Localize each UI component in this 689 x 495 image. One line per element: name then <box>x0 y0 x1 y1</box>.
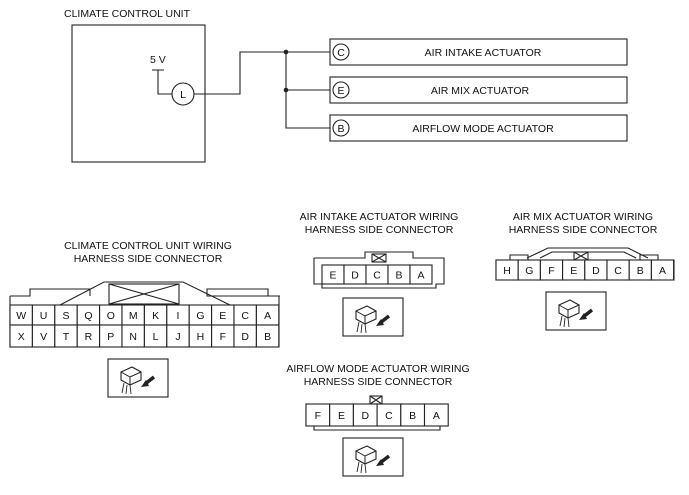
ccu-connector-title-2: HARNESS SIDE CONNECTOR <box>74 253 223 265</box>
connector-pin-label: S <box>62 310 69 322</box>
air-mix-connector-title-2: HARNESS SIDE CONNECTOR <box>509 224 658 236</box>
connector-pin-label: P <box>107 331 114 343</box>
airflow-mode-connector-title-2: HARNESS SIDE CONNECTOR <box>304 376 453 388</box>
connector-pin-label: R <box>85 331 93 343</box>
air-mix-connector: AIR MIX ACTUATOR WIRING HARNESS SIDE CON… <box>495 211 675 332</box>
terminal-circle <box>332 81 350 99</box>
terminal-circle <box>332 119 350 137</box>
connector-pin-label: B <box>395 270 402 282</box>
connector-pin-cell <box>409 264 433 285</box>
connector-pin-label: D <box>351 270 359 282</box>
connector-pin-label: D <box>361 410 369 422</box>
connector-pin-label: C <box>385 410 393 422</box>
signal-wiring <box>194 49 330 129</box>
connector-pin-label: V <box>40 331 47 343</box>
connector-pin-label: C <box>241 310 249 322</box>
connector-pin-label: W <box>16 310 26 322</box>
ccu-5v-supply-line <box>152 69 172 95</box>
connector-pin-label: D <box>241 331 249 343</box>
actuator-airflow-mode: B AIRFLOW MODE ACTUATOR <box>329 114 628 142</box>
actuator-label: AIR INTAKE ACTUATOR <box>425 47 542 59</box>
connector-pin-label: K <box>152 310 159 322</box>
air-intake-connector-title-2: HARNESS SIDE CONNECTOR <box>305 224 454 236</box>
air-mix-connector-title-1: AIR MIX ACTUATOR WIRING <box>513 211 653 223</box>
airflow-mode-plug-icon <box>341 436 405 478</box>
connector-pin-label: N <box>129 331 137 343</box>
connector-pin-label: M <box>129 310 138 322</box>
connector-pin-label: E <box>338 410 345 422</box>
connector-pin-label: E <box>329 270 336 282</box>
connector-pin-label: E <box>219 310 226 322</box>
ccu-load-label: L <box>180 89 186 101</box>
ccu-connector: CLIMATE CONTROL UNIT WIRING HARNESS SIDE… <box>9 240 280 399</box>
terminal-label: C <box>337 47 345 59</box>
connector-pin-label: B <box>409 410 416 422</box>
airflow-mode-connector-title-1: AIRFLOW MODE ACTUATOR WIRING <box>286 363 469 375</box>
terminal-label: E <box>337 85 344 97</box>
actuator-label: AIRFLOW MODE ACTUATOR <box>412 123 554 135</box>
climate-control-unit: CLIMATE CONTROL UNIT 5 V L <box>64 8 206 163</box>
connector-pin-label: A <box>659 265 666 277</box>
connector-pin-label: A <box>417 270 424 282</box>
actuator-air-mix: E AIR MIX ACTUATOR <box>329 76 628 104</box>
connector-pin-label: C <box>614 265 622 277</box>
connector-pin-label: F <box>220 331 226 343</box>
connector-pin-label: B <box>264 331 271 343</box>
connector-pin-label: H <box>503 265 511 277</box>
connector-pin-cell <box>423 403 449 427</box>
connector-pin-label: D <box>592 265 600 277</box>
connector-pin-label: B <box>637 265 644 277</box>
ccu-plug-icon <box>106 357 170 399</box>
airflow-mode-connector: AIRFLOW MODE ACTUATOR WIRING HARNESS SID… <box>286 363 470 478</box>
connector-pin-label: G <box>525 265 533 277</box>
connector-pin-cell <box>255 324 280 348</box>
air-mix-plug-icon <box>544 290 608 332</box>
connector-pin-label: O <box>107 310 115 322</box>
air-intake-plug-icon <box>341 296 405 338</box>
air-intake-connector: AIR INTAKE ACTUATOR WIRING HARNESS SIDE … <box>300 211 459 338</box>
connector-pin-label: A <box>433 410 440 422</box>
connector-pin-label: Q <box>84 310 92 322</box>
connector-pin-label: T <box>63 331 70 343</box>
connector-pin-label: H <box>197 331 205 343</box>
connector-pin-label: F <box>315 410 321 422</box>
connector-pin-label: E <box>570 265 577 277</box>
connector-pin-label: J <box>175 331 180 343</box>
connector-pin-label: X <box>18 331 25 343</box>
connector-pin-label: A <box>264 310 271 322</box>
actuator-air-intake: C AIR INTAKE ACTUATOR <box>329 38 628 66</box>
terminal-circle <box>332 43 350 61</box>
ccu-voltage-label: 5 V <box>150 54 166 66</box>
terminal-label: B <box>337 123 344 135</box>
ccu-connector-title-1: CLIMATE CONTROL UNIT WIRING <box>64 240 232 252</box>
connector-pin-label: I <box>177 310 180 322</box>
air-intake-connector-title-1: AIR INTAKE ACTUATOR WIRING <box>300 211 459 223</box>
connector-pin-label: L <box>153 331 159 343</box>
connector-pin-label: U <box>40 310 48 322</box>
connector-pin-label: C <box>373 270 381 282</box>
ccu-title: CLIMATE CONTROL UNIT <box>64 8 191 20</box>
connector-pin-label: F <box>548 265 554 277</box>
actuator-label: AIR MIX ACTUATOR <box>431 85 530 97</box>
connector-pin-label: G <box>196 310 204 322</box>
connector-pin-cell <box>650 259 675 281</box>
